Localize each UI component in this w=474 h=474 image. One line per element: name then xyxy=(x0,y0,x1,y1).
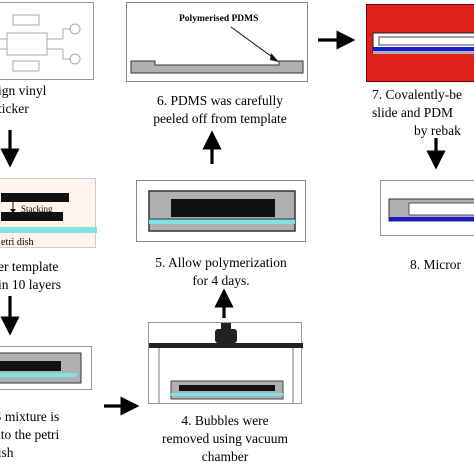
step5-caption: 5. Allow polymerization for 4 days. xyxy=(126,254,316,290)
step7-line3: by rebak xyxy=(414,123,461,138)
step3-line1: S mixture is xyxy=(0,409,60,424)
step2-caption: er template in 10 layers xyxy=(0,258,88,294)
step8-line1: 8. Micror xyxy=(410,257,461,272)
bonded-drawing xyxy=(372,32,474,54)
bonded-panel xyxy=(366,4,474,82)
chamber-lid xyxy=(149,343,303,348)
peeled-pdms-panel: Polymerised PDMS xyxy=(126,2,308,82)
master-template-panel: Stacking etri dish xyxy=(0,178,97,248)
step4-line3: chamber xyxy=(201,449,249,464)
step4-caption: 4. Bubbles were removed using vacuum cha… xyxy=(135,412,315,466)
step1-line1: ign vinyl xyxy=(0,83,47,98)
step7-caption: 7. Covalently-be slide and PDM by rebak xyxy=(372,86,474,140)
stacking-drawing: Stacking etri dish xyxy=(0,193,97,248)
step7-line1: 7. Covalently-be xyxy=(372,87,462,102)
step2-line2: in 10 layers xyxy=(0,277,61,292)
step4-line1: 4. Bubbles were xyxy=(181,413,269,428)
step3-line3: lish xyxy=(0,445,14,460)
step7-line2: slide and PDM xyxy=(372,105,453,120)
microfluidic-panel xyxy=(380,180,474,236)
step1-caption: ign vinyl ticker xyxy=(0,82,68,118)
pdms-label: Polymerised PDMS xyxy=(179,14,258,24)
sticker-outline-drawing xyxy=(0,14,81,72)
step6-line2: peeled off from template xyxy=(153,111,287,126)
step6-caption: 6. PDMS was carefully peeled off from te… xyxy=(120,92,320,128)
step8-caption: 8. Micror xyxy=(410,256,474,274)
vinyl-sticker-panel xyxy=(0,2,94,80)
vacuum-chamber-panel xyxy=(148,322,303,404)
polymerization-panel xyxy=(136,180,306,242)
dish-label: etri dish xyxy=(1,237,34,248)
vacuum-drawing xyxy=(149,323,303,403)
step3-caption: S mixture is nto the petri lish xyxy=(0,408,84,462)
step6-line1: 6. PDMS was carefully xyxy=(157,93,283,108)
peeled-drawing: Polymerised PDMS xyxy=(130,14,304,74)
device-drawing xyxy=(388,198,474,222)
mixture-drawing xyxy=(0,352,82,384)
step5-line1: 5. Allow polymerization xyxy=(155,255,287,270)
step1-line2: ticker xyxy=(0,101,29,116)
top-black-layer xyxy=(1,193,69,202)
step4-line2: removed using vacuum xyxy=(162,431,288,446)
step2-line1: er template xyxy=(0,259,59,274)
stacking-label: Stacking xyxy=(21,204,53,214)
bottom-black-layer xyxy=(1,212,63,221)
pdms-mixture-panel xyxy=(0,346,92,390)
step3-line2: nto the petri xyxy=(0,427,60,442)
petri-dish-layer xyxy=(0,227,97,233)
polymer-drawing xyxy=(148,190,296,232)
step5-line2: for 4 days. xyxy=(192,273,250,288)
lid-knob xyxy=(215,329,237,343)
